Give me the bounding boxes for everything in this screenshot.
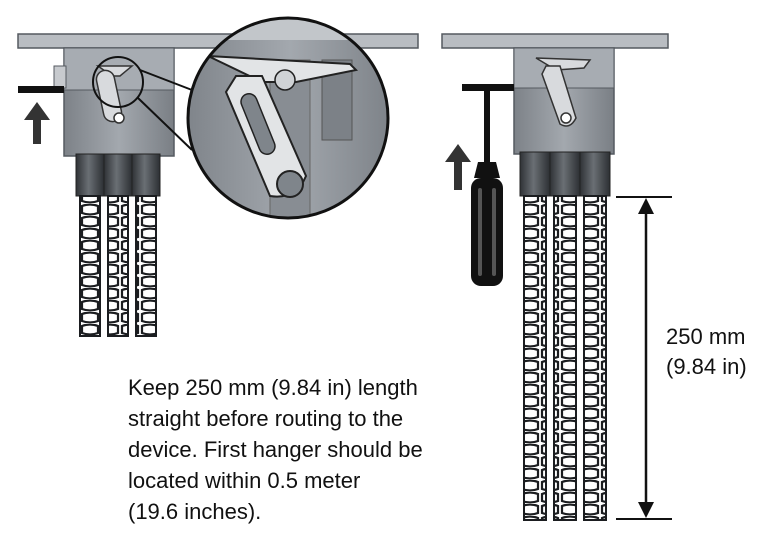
caption-line-4: located within 0.5 meter: [128, 468, 361, 493]
caption-line-3: device. First hanger should be: [128, 437, 423, 462]
up-arrow-icon: [445, 144, 471, 190]
detail-source-circle: [92, 56, 144, 108]
instruction-caption: Keep 250 mm (9.84 in) length straight be…: [128, 372, 508, 527]
left-assembly: [17, 33, 419, 337]
right-conduit-sleeves: [519, 151, 611, 197]
dimension-imperial: (9.84 in): [666, 354, 747, 379]
caption-line-2: straight before routing to the: [128, 406, 404, 431]
left-insert-bar: [18, 86, 64, 93]
left-latch-lever: [95, 65, 135, 124]
right-corrugated-conduits: [523, 195, 607, 521]
right-latch-lever: [535, 57, 592, 127]
left-corrugated-conduits: [79, 195, 157, 337]
right-assembly: [441, 33, 672, 521]
right-mounting-panel: [441, 33, 669, 49]
screwdriver-icon: [462, 84, 514, 286]
detail-magnifier-circle: [186, 16, 390, 220]
dimension-metric: 250 mm: [666, 324, 746, 349]
magnified-detail: [137, 16, 390, 220]
left-conduit-sleeves: [75, 153, 161, 197]
dimension-line: [616, 196, 672, 520]
up-arrow-icon: [24, 102, 50, 144]
caption-line-5: (19.6 inches).: [128, 499, 262, 524]
caption-line-1: Keep 250 mm (9.84 in) length: [128, 375, 418, 400]
dimension-label: 250 mm (9.84 in): [666, 322, 766, 382]
